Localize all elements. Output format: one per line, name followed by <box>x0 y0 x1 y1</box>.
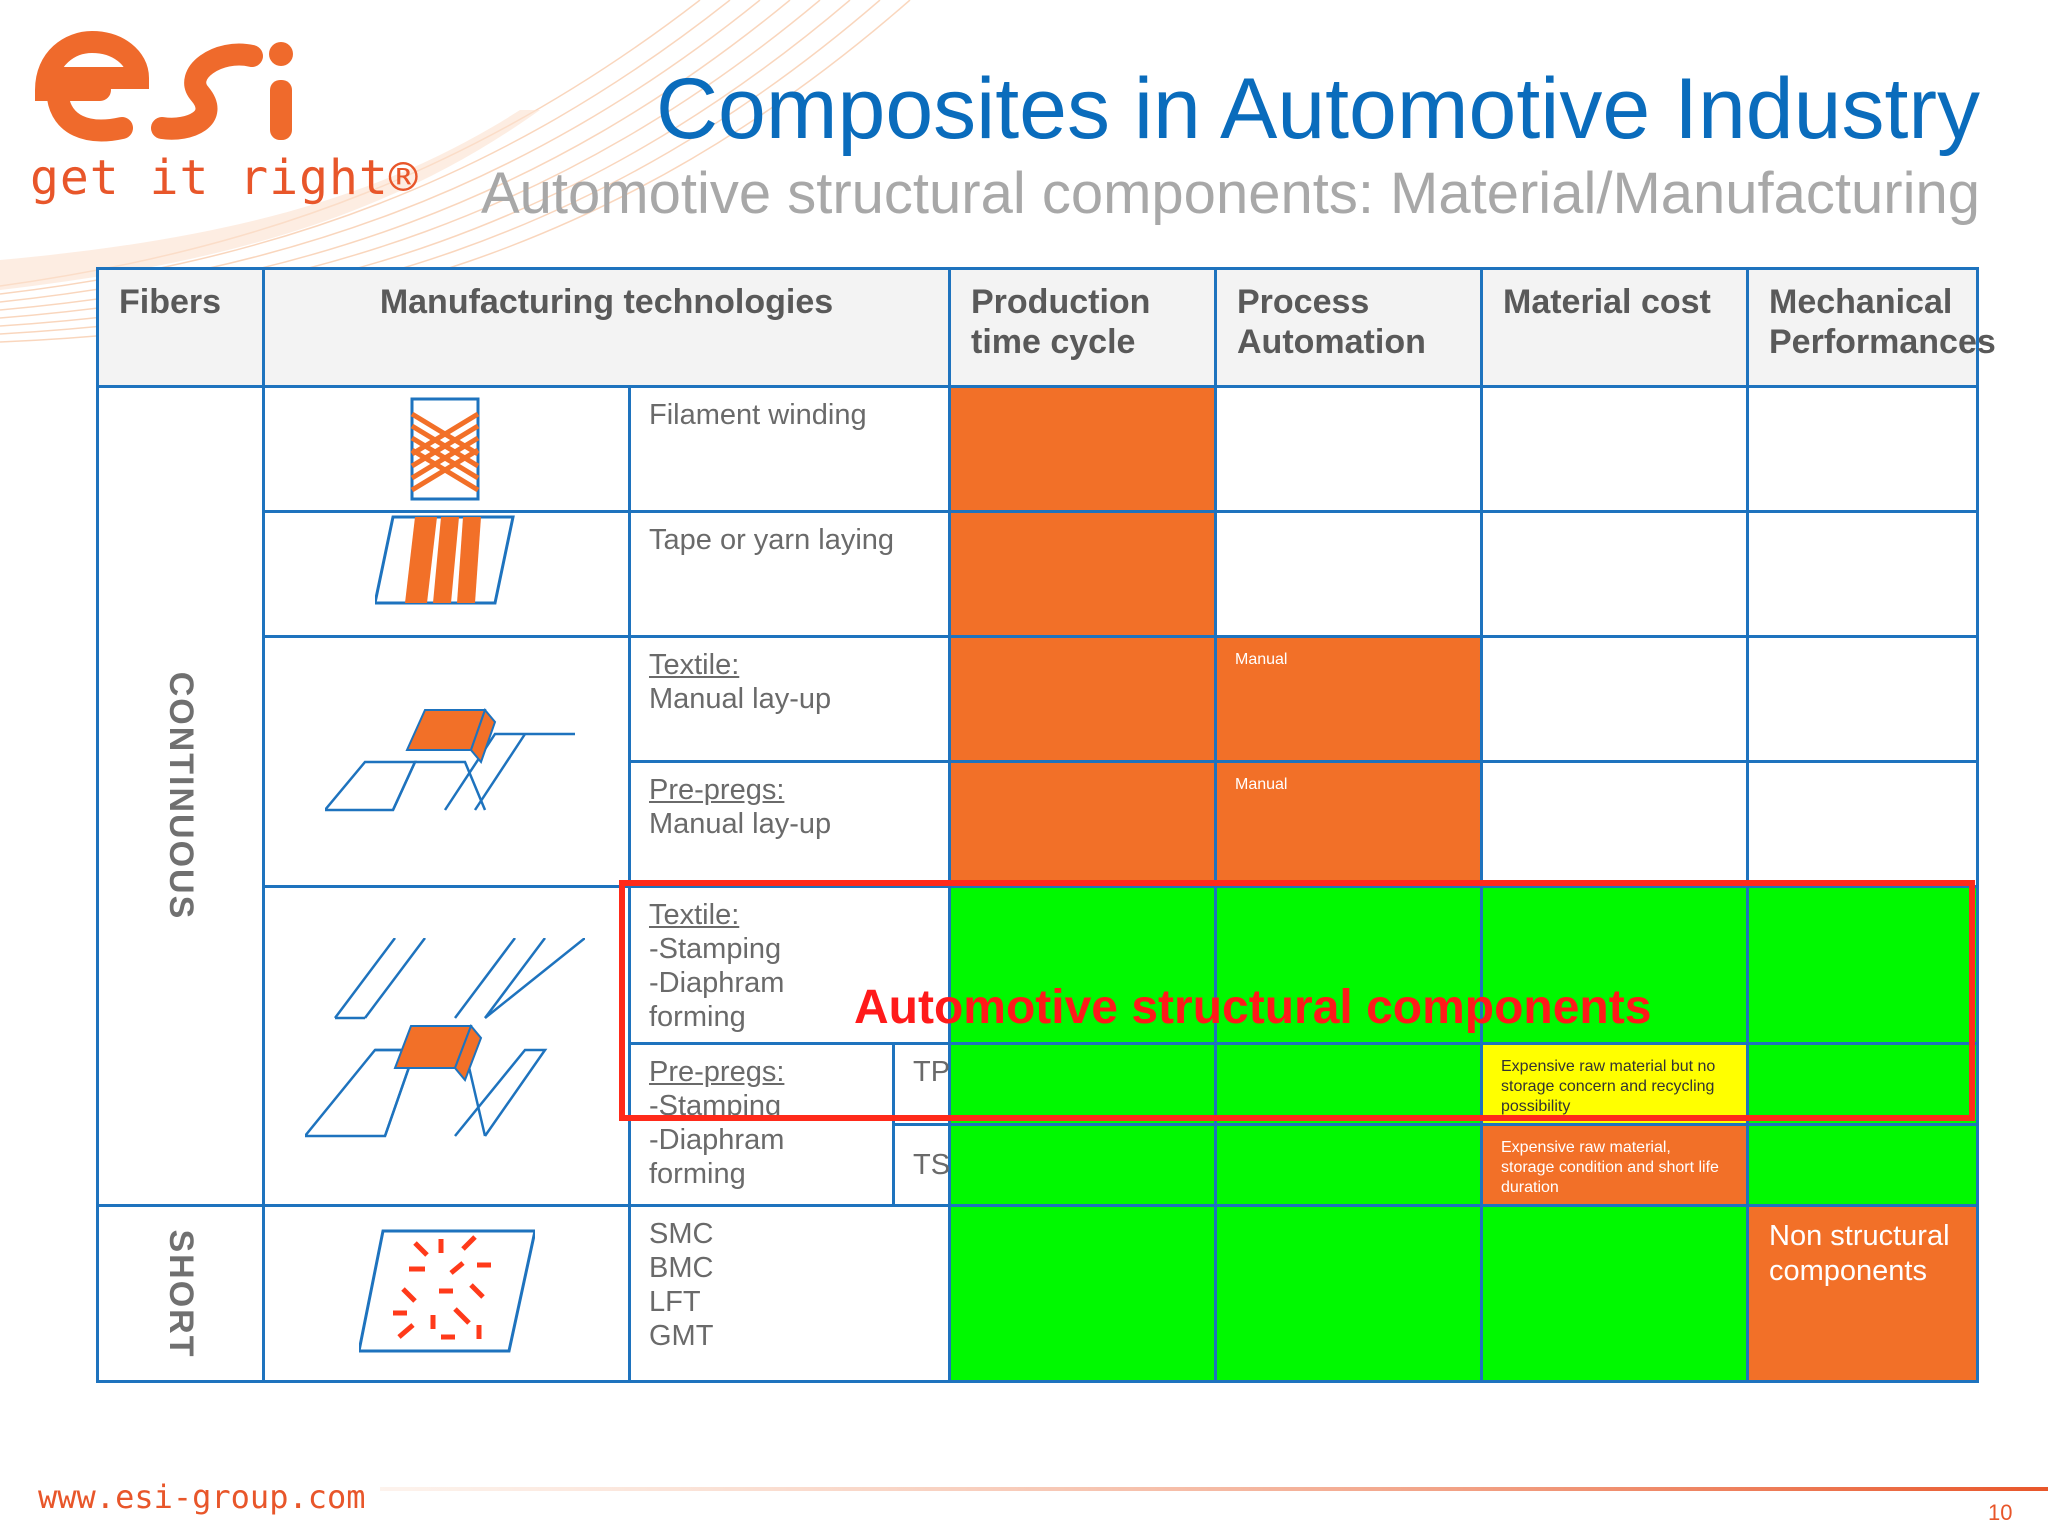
cell-textile-stamping-cost <box>1480 885 1749 1045</box>
group-continuous: CONTINUOUS <box>96 385 265 1207</box>
cell-tape-cost <box>1480 510 1749 638</box>
header-row: Fibers Manufacturing technologies Produc… <box>96 267 1996 388</box>
row-textile-stamping-head: Textile: <box>649 899 740 931</box>
comparison-table: Fibers Manufacturing technologies Produc… <box>96 267 1996 1383</box>
header-fibers: Fibers <box>96 267 265 388</box>
row-short: SHORT SMC BMC LFT GMT Non structural <box>96 1204 1979 1383</box>
cell-textile-stamping-automation <box>1214 885 1483 1045</box>
cell-ts-automation <box>1214 1123 1483 1207</box>
row-tape: Tape or yarn laying <box>98 510 1979 638</box>
row-textile-stamping: Textile: -Stamping -Diaphram forming <box>98 885 1979 1207</box>
cell-ts-mechanical <box>1746 1123 1979 1207</box>
icon-cell-short <box>262 1204 631 1383</box>
filament-winding-icon <box>410 397 480 501</box>
cell-textile-manual-automation: Manual <box>1214 635 1483 763</box>
row-prepreg-manual-label: Pre-pregs: Manual lay-up <box>628 760 951 888</box>
row-short-l2: BMC <box>649 1252 714 1284</box>
cell-prepreg-manual-cycle <box>948 760 1217 888</box>
row-short-label: SMC BMC LFT GMT <box>628 1204 951 1383</box>
row-tp-label: TP <box>892 1042 951 1126</box>
slide-subtitle: Automotive structural components: Materi… <box>480 161 1980 226</box>
cell-ts-cycle <box>948 1123 1217 1207</box>
header-automation: Process Automation <box>1214 267 1483 388</box>
logo-tagline: get it right® <box>30 150 419 206</box>
cell-tp-cost: Expensive raw material but no storage co… <box>1480 1042 1749 1126</box>
header-cycle: Production time cycle <box>948 267 1217 388</box>
group-short: SHORT <box>96 1204 265 1383</box>
row-textile-stamping-label: Textile: -Stamping -Diaphram forming <box>628 885 951 1045</box>
cell-ts-cost: Expensive raw material, storage conditio… <box>1480 1123 1749 1207</box>
cell-filament-cost <box>1480 385 1749 513</box>
cell-textile-stamping-mechanical <box>1746 885 1979 1045</box>
row-textile-stamping-l2: -Diaphram <box>649 967 785 999</box>
cell-textile-manual-mechanical <box>1746 635 1979 763</box>
row-prepreg-stamping-head: Pre-pregs: <box>649 1056 785 1088</box>
cell-short-mechanical: Non structural components <box>1746 1204 1979 1383</box>
icon-cell-manual <box>262 635 631 888</box>
highlight-box <box>619 880 1975 1121</box>
cell-short-cost <box>1480 1204 1749 1383</box>
group-short-label: SHORT <box>162 1229 200 1358</box>
row-prepreg-stamping-l2: -Diaphram <box>649 1124 785 1156</box>
row-prepreg-manual-head: Pre-pregs: <box>649 774 785 806</box>
cell-textile-manual-cycle <box>948 635 1217 763</box>
page-number: 10 <box>1988 1500 2013 1525</box>
icon-cell-filament <box>262 385 631 513</box>
row-tape-label: Tape or yarn laying <box>628 510 951 638</box>
group-continuous-label: CONTINUOUS <box>162 671 200 921</box>
cell-tp-cycle <box>948 1042 1217 1126</box>
cell-short-cycle <box>948 1204 1217 1383</box>
row-filament-label: Filament winding <box>628 385 951 513</box>
icon-cell-stamping <box>262 885 631 1207</box>
row-textile-stamping-l3: forming <box>649 1001 746 1033</box>
row-short-l4: GMT <box>649 1320 714 1352</box>
header-manufacturing: Manufacturing technologies <box>262 267 951 388</box>
esi-logo <box>34 30 293 142</box>
row-prepreg-ts: TS Expensive raw material, storage condi… <box>98 1123 1979 1207</box>
cell-prepreg-manual-mechanical <box>1746 760 1979 888</box>
short-fibers-icon <box>359 1229 535 1353</box>
cell-tp-automation <box>1214 1042 1483 1126</box>
cell-prepreg-manual-cost <box>1480 760 1749 888</box>
manual-layup-icon <box>325 708 575 812</box>
row-textile-stamping-l1: -Stamping <box>649 933 782 965</box>
tape-laying-icon <box>375 515 515 605</box>
cell-tape-cycle <box>948 510 1217 638</box>
row-short-l3: LFT <box>649 1286 701 1318</box>
row-filament: CONTINUOUS Filament winding <box>96 385 1979 1207</box>
cell-filament-cycle <box>948 385 1217 513</box>
cell-prepreg-manual-automation: Manual <box>1214 760 1483 888</box>
slide-title: Composites in Automotive Industry <box>655 61 1980 157</box>
cell-short-automation <box>1214 1204 1483 1383</box>
cell-textile-stamping-cycle <box>948 885 1217 1045</box>
row-textile-manual-label: Textile: Manual lay-up <box>628 635 951 763</box>
row-ts-label: TS <box>892 1123 951 1207</box>
icon-cell-tape <box>262 510 631 638</box>
cell-tape-automation <box>1214 510 1483 638</box>
row-prepreg-stamping-l3: forming <box>649 1158 746 1190</box>
highlight-label: Automotive structural components <box>854 981 1652 1034</box>
header-cost: Material cost <box>1480 267 1749 388</box>
row-textile-manual-body: Manual lay-up <box>649 683 832 715</box>
cell-tp-mechanical <box>1746 1042 1979 1126</box>
footer-divider <box>380 1487 2048 1491</box>
cell-tape-mechanical <box>1746 510 1979 638</box>
stamping-icon <box>305 938 585 1138</box>
footer-website[interactable]: www.esi-group.com <box>38 1478 366 1516</box>
row-short-l1: SMC <box>649 1218 714 1250</box>
cell-filament-mechanical <box>1746 385 1979 513</box>
row-prepreg-tp: Pre-pregs: -Stamping -Diaphram forming T… <box>98 1042 1979 1207</box>
cell-textile-manual-cost <box>1480 635 1749 763</box>
cell-filament-automation <box>1214 385 1483 513</box>
header-mechanical: Mechanical Performances <box>1746 267 1996 388</box>
row-prepreg-manual-body: Manual lay-up <box>649 808 832 840</box>
row-textile-manual-head: Textile: <box>649 649 740 681</box>
row-textile-manual: Textile: Manual lay-up Manual <box>98 635 1979 888</box>
